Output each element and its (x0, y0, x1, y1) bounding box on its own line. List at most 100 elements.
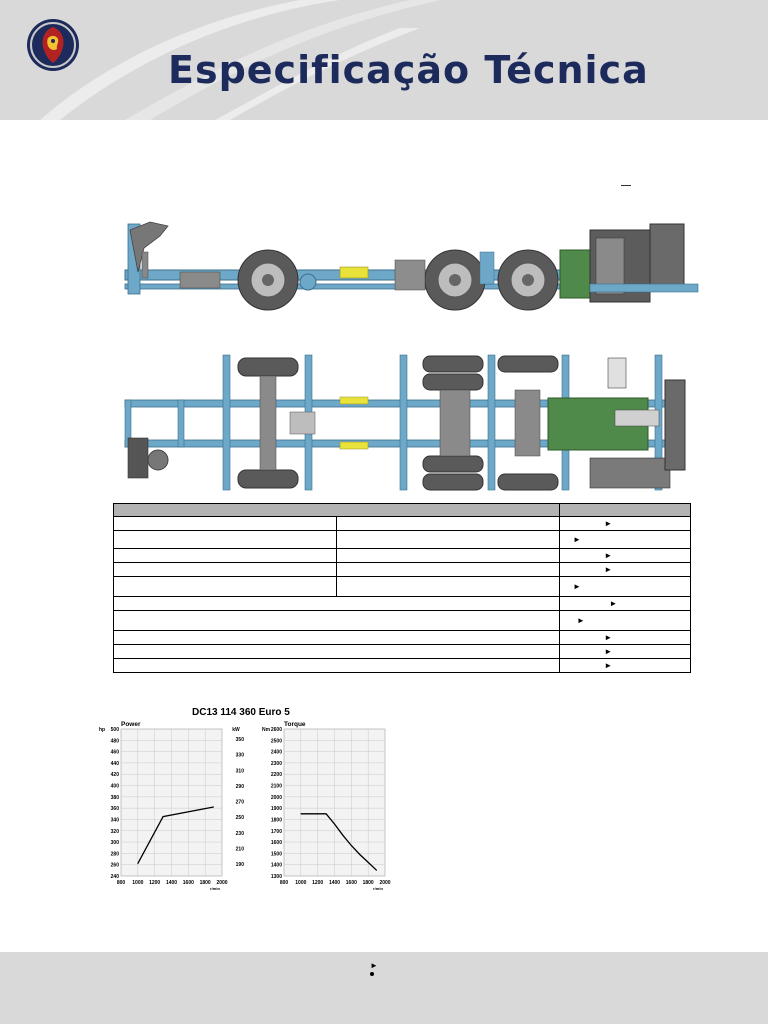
series-line (300, 813, 378, 871)
data-point (367, 862, 369, 863)
table-row: ► (113, 658, 691, 673)
table-header-cell (559, 503, 691, 517)
y-tick-label: 2200 (271, 772, 282, 778)
y-right-tick-label: 190 (236, 862, 245, 868)
y-axis-label: Nm (262, 727, 271, 733)
y-right-tick-label: 270 (236, 800, 245, 806)
page-title: Especificação Técnica (168, 48, 649, 92)
road-decoration (40, 0, 440, 120)
table-row: ► (113, 562, 691, 577)
table-row: ► (113, 610, 691, 631)
table-cell (336, 562, 560, 577)
rear-engine-top (547, 357, 686, 489)
page-header: Especificação Técnica (0, 0, 768, 120)
y-right-tick-label: 250 (236, 815, 245, 821)
y-tick-label: 1600 (271, 840, 282, 846)
table-cell: ► (559, 630, 691, 645)
y-tick-label: 2500 (271, 738, 282, 744)
arrow-icon: ► (604, 632, 613, 642)
table-cell: ► (559, 576, 691, 597)
y-tick-label: 2100 (271, 784, 282, 790)
table-cell: ► (559, 562, 691, 577)
x-axis-label: r/min (210, 886, 220, 891)
y-tick-label: 400 (111, 784, 120, 790)
arrow-icon: ► (573, 534, 581, 544)
y-tick-label: 2400 (271, 750, 282, 756)
panel-title: Power (121, 721, 141, 728)
y-tick-label: 420 (111, 772, 120, 778)
y-axis-label: hp (99, 727, 105, 733)
y-tick-label: 1700 (271, 829, 282, 835)
x-tick-label: 1400 (329, 880, 340, 886)
table-cell (113, 596, 560, 611)
data-point (350, 845, 352, 846)
table-cell: ► (559, 610, 691, 631)
rear-engine-side (559, 223, 699, 303)
table-cell (113, 610, 560, 631)
data-point (342, 834, 344, 836)
table-cell (336, 516, 560, 531)
data-point (334, 823, 335, 825)
table-cell: ► (559, 644, 691, 659)
y-tick-label: 380 (111, 795, 120, 801)
y-tick-label: 360 (111, 806, 120, 812)
data-point (325, 813, 327, 815)
y-tick-label: 2300 (271, 761, 282, 767)
engine-performance-chart: DC13 114 360 Euro 5 800 1000 1200 1400 1600 1… (92, 700, 398, 898)
x-tick-label: 1000 (295, 880, 306, 886)
data-point (300, 813, 302, 815)
table-cell (113, 516, 337, 531)
y-tick-label: 240 (111, 874, 120, 880)
y-tick-label: 480 (111, 738, 120, 744)
table-header-row (113, 503, 691, 517)
front-wheel (237, 249, 299, 311)
x-tick-label: 2000 (216, 880, 227, 886)
x-tick-label: 800 (117, 880, 126, 886)
table-row: ► (113, 548, 691, 563)
rear-wheel-1 (424, 249, 486, 311)
table-row: ► (113, 630, 691, 645)
chart-title: DC13 114 360 Euro 5 (192, 707, 290, 718)
y-right-tick-label: 310 (236, 768, 245, 774)
chassis-side-view (124, 221, 699, 311)
x-tick-label: 1600 (346, 880, 357, 886)
arrow-icon: ► (604, 660, 613, 670)
arrow-icon: ► (604, 550, 613, 560)
arrow-icon: ► (576, 615, 585, 625)
table-cell: ► (559, 596, 691, 611)
x-tick-label: 1000 (132, 880, 143, 886)
y-tick-label: 440 (111, 761, 120, 767)
x-tick-label: 2000 (379, 880, 390, 886)
arrow-icon: ► (573, 581, 581, 591)
data-point (359, 854, 361, 855)
table-cell (113, 562, 337, 577)
y-right-tick-label: 350 (236, 737, 245, 743)
arrow-icon: ► (604, 564, 613, 574)
table-cell: ► (559, 548, 691, 563)
x-tick-label: 1200 (149, 880, 160, 886)
panel-title: Torque (284, 721, 306, 728)
data-point (376, 869, 377, 871)
rear-wheel-2 (497, 249, 559, 311)
y-right-axis-label: kW (232, 727, 240, 733)
x-tick-label: 800 (280, 880, 289, 886)
table-cell (113, 530, 337, 549)
table-cell (113, 576, 337, 597)
footer-arrow-icon: ► (370, 961, 378, 970)
data-point (213, 806, 214, 808)
scania-logo (27, 19, 79, 71)
y-tick-label: 1400 (271, 863, 282, 869)
y-tick-label: 340 (111, 817, 120, 823)
x-tick-label: 1600 (183, 880, 194, 886)
table-header-cell (113, 503, 560, 517)
page-footer: ► (0, 952, 768, 1024)
y-tick-label: 260 (111, 863, 120, 869)
y-right-tick-label: 290 (236, 784, 245, 790)
y-tick-label: 280 (111, 851, 120, 857)
data-point (137, 863, 139, 864)
x-tick-label: 1400 (166, 880, 177, 886)
y-tick-label: 2600 (271, 727, 282, 733)
y-tick-label: 320 (111, 829, 120, 835)
table-cell (113, 630, 560, 645)
y-tick-label: 300 (111, 840, 120, 846)
